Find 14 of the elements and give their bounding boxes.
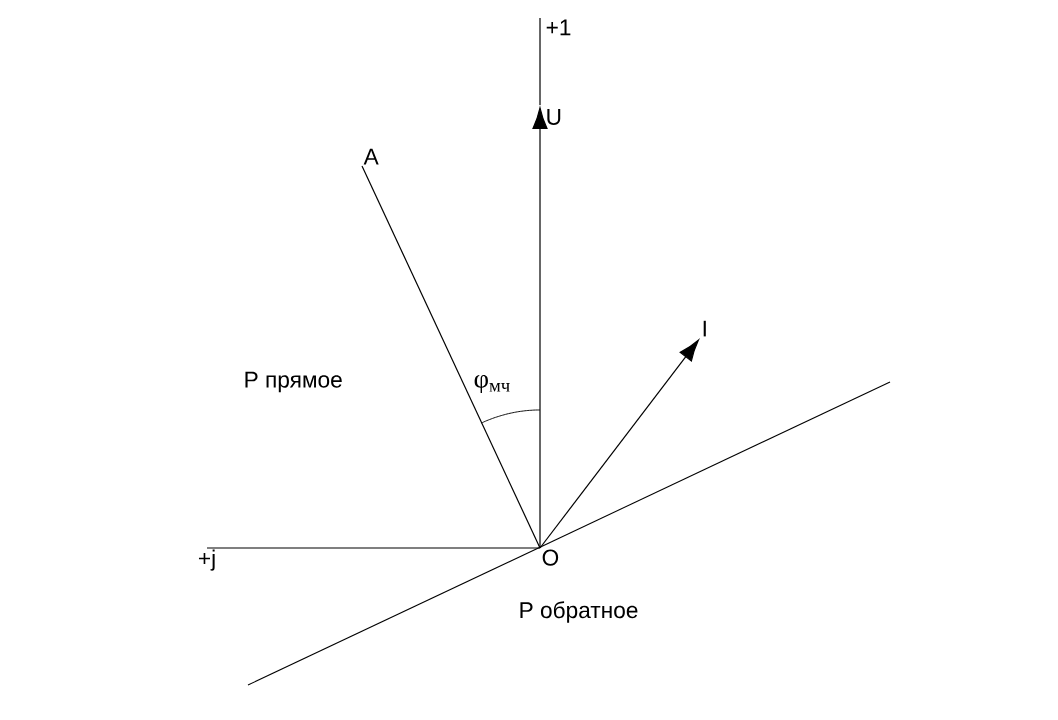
axis-label: +j (199, 549, 215, 571)
axis-label: U (547, 109, 561, 125)
axis-label: +1 (546, 19, 571, 36)
ray-line (361, 165, 541, 549)
region-label: P обратное (520, 601, 638, 623)
region-label: P прямое (245, 371, 342, 393)
ray-line (539, 17, 541, 106)
vector-arrow (532, 107, 548, 549)
vector-arrow (539, 339, 699, 549)
origin-label: O (542, 549, 559, 566)
angle-label: φ$_{мч}$ (474, 374, 510, 394)
ray-line (206, 547, 541, 549)
axis-label: A (363, 148, 379, 165)
axis-label: I (703, 320, 706, 337)
